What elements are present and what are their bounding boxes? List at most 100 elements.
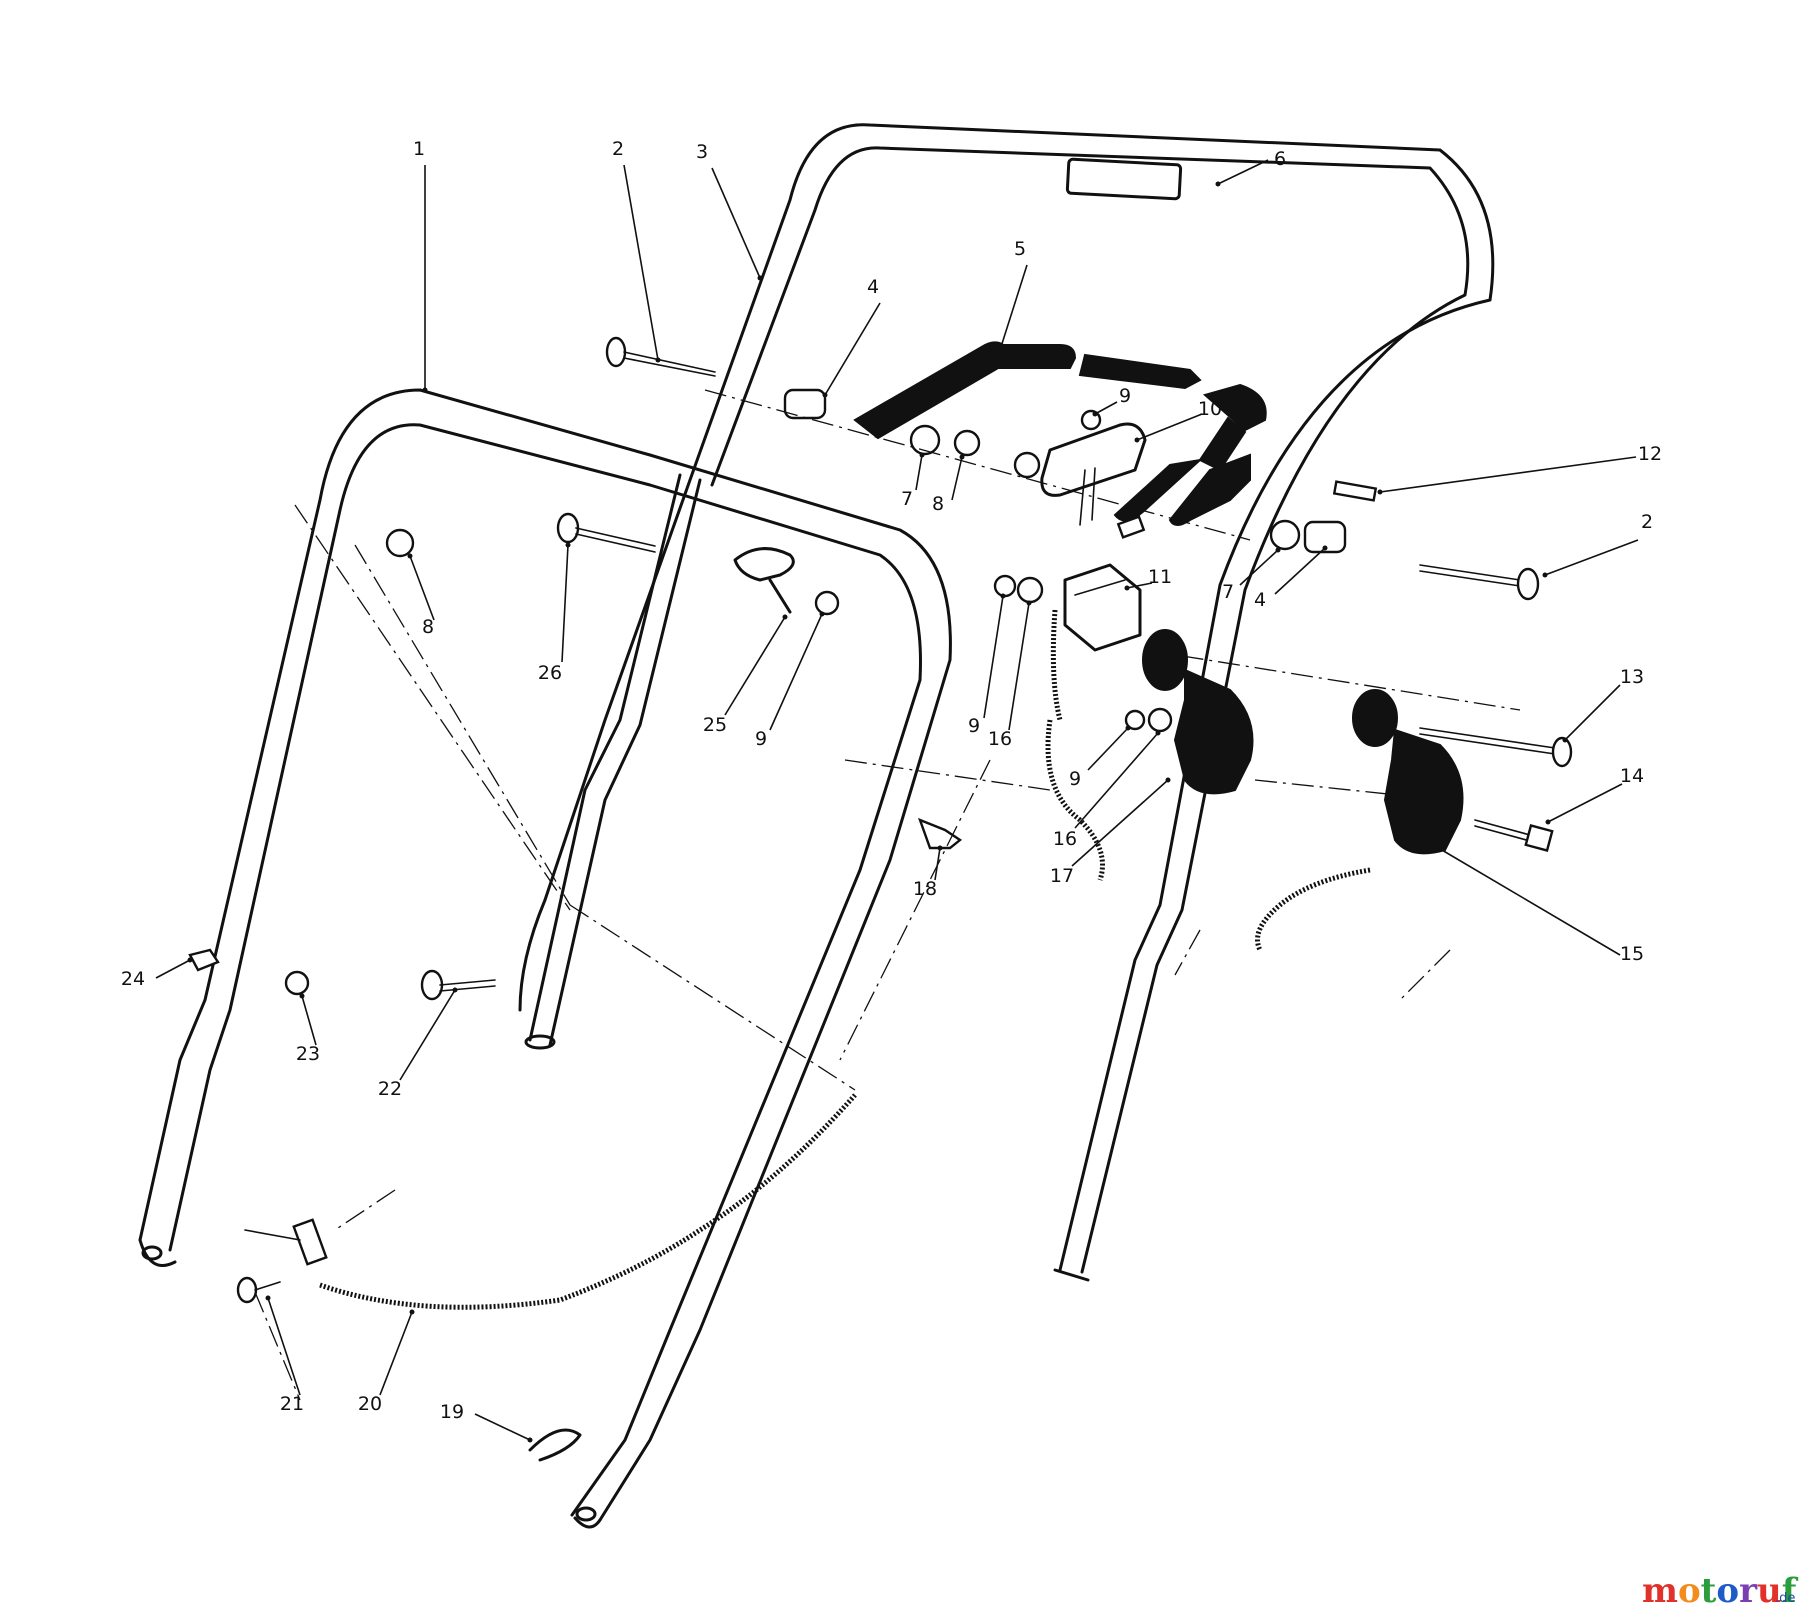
watermark-letter: t (1701, 1571, 1717, 1611)
callout-number-14: 14 (1620, 765, 1644, 787)
callout-number-9: 9 (755, 728, 767, 750)
callout-dot (1427, 840, 1433, 846)
watermark-letter: m (1642, 1571, 1678, 1611)
callout-leader (1094, 401, 1118, 415)
callout-dot (919, 452, 925, 458)
callout-leader (1274, 547, 1326, 595)
control-cables (319, 609, 1371, 1310)
callout-number-16: 16 (988, 728, 1012, 750)
callout-dot (959, 454, 965, 460)
callout-number-15: 15 (1620, 943, 1644, 965)
callout-number-2: 2 (612, 138, 624, 160)
callout-dot (187, 957, 193, 963)
callout-dot (1165, 777, 1171, 783)
callout-dot (1092, 411, 1098, 417)
callout-leader (379, 1311, 413, 1396)
callout-dot (422, 387, 428, 393)
callout-number-1: 1 (413, 138, 425, 160)
callout-dot (822, 392, 828, 398)
watermark-tld: .de (1775, 1591, 1795, 1606)
center-stem (524, 473, 702, 1050)
watermark-logo: motoruf .de (1642, 1571, 1799, 1611)
callout-leader (983, 595, 1004, 719)
callout-number-7: 7 (901, 488, 913, 510)
callout-dot (1124, 585, 1130, 591)
watermark-letter: f (1782, 1571, 1799, 1611)
callout-number-11: 11 (1148, 566, 1172, 588)
callout-number-9: 9 (1119, 385, 1131, 407)
callout-leader (1008, 602, 1030, 731)
callout-dot (409, 1309, 415, 1315)
hardware (188, 336, 1573, 1462)
callout-leader (623, 164, 659, 361)
callout-leader (301, 995, 317, 1046)
control-assembly-15 (1352, 689, 1464, 855)
callout-dot (265, 1295, 271, 1301)
callout-dot (655, 357, 661, 363)
callout-leader (934, 847, 941, 881)
callout-number-8: 8 (932, 493, 944, 515)
watermark-letter: o (1678, 1571, 1701, 1611)
callout-dot (452, 987, 458, 993)
callout-dot (407, 553, 413, 559)
callout-dot (1155, 730, 1161, 736)
callout-dot (1125, 725, 1131, 731)
callout-leader (267, 1297, 301, 1396)
callout-number-9: 9 (1069, 768, 1081, 790)
callout-leader (1071, 779, 1169, 867)
callout-leader (1136, 413, 1203, 441)
callout-leader (1379, 456, 1637, 493)
callout-leader (1126, 582, 1153, 589)
callout-number-26: 26 (538, 662, 562, 684)
watermark-letter: u (1757, 1571, 1782, 1611)
callout-number-6: 6 (1274, 148, 1286, 170)
callout-number-19: 19 (440, 1401, 464, 1423)
callout-leader (561, 544, 569, 663)
control-assembly-17 (1142, 629, 1254, 795)
callout-dot (1545, 819, 1551, 825)
bracket-10 (1040, 422, 1147, 526)
callout-dot (1026, 600, 1032, 606)
lower-handle (138, 388, 952, 1529)
callout-leader (474, 1413, 531, 1441)
callout-leader (1564, 684, 1621, 741)
callout-number-25: 25 (703, 714, 727, 736)
callout-number-10: 10 (1198, 398, 1222, 420)
callout-number-2: 2 (1641, 511, 1653, 533)
watermark-letter: o (1716, 1571, 1739, 1611)
callout-number-23: 23 (296, 1043, 320, 1065)
callout-number-16: 16 (1053, 828, 1077, 850)
callout-dot (1215, 181, 1221, 187)
callout-number-21: 21 (280, 1393, 304, 1415)
callout-dot (1134, 437, 1140, 443)
callout-number-5: 5 (1014, 238, 1026, 260)
callout-leader (1429, 842, 1621, 956)
callout-number-7: 7 (1222, 581, 1234, 603)
callout-leader (724, 616, 786, 716)
callout-dot (565, 542, 571, 548)
callout-number-13: 13 (1620, 666, 1644, 688)
callout-dot (757, 275, 763, 281)
callout-dot (1275, 547, 1281, 553)
callout-leader (711, 167, 761, 279)
control-bail (853, 341, 1267, 526)
callout-dot (1542, 572, 1548, 578)
callout-leader (1087, 727, 1129, 771)
watermark-letter: r (1739, 1571, 1758, 1611)
callout-leader (769, 613, 823, 731)
callout-leader (915, 454, 923, 491)
callout-dot (1562, 737, 1568, 743)
callout-leader (999, 264, 1028, 351)
callout-dot (937, 845, 943, 851)
upper-handle (518, 123, 1495, 1282)
callout-leader (1544, 539, 1639, 576)
switch-housing-11 (1063, 515, 1146, 652)
callout-dot (1377, 489, 1383, 495)
callout-leader (1547, 783, 1623, 823)
callout-dot (299, 993, 305, 999)
callout-leader (399, 989, 456, 1081)
callout-number-8: 8 (422, 616, 434, 638)
callout-leader (951, 456, 963, 501)
